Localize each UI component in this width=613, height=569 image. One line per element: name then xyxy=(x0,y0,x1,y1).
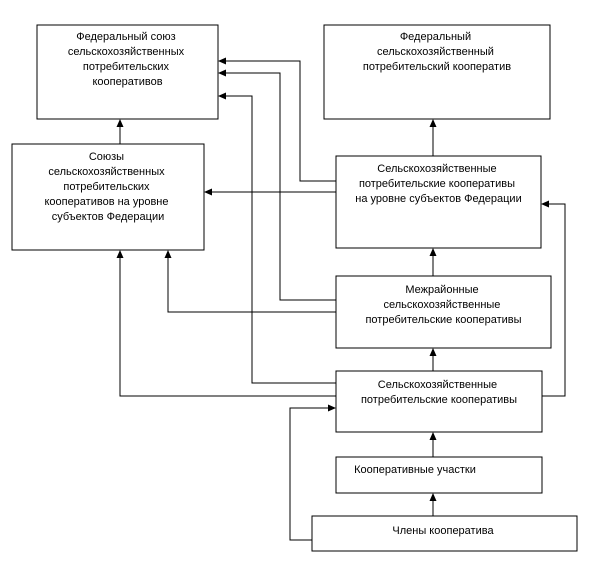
node-coop-members: Члены кооператива xyxy=(311,515,578,552)
svg-text:Федеральный союз сельско: Федеральный союз сельскохозяйственных по… xyxy=(68,31,187,88)
federal-coop-line-1: Федеральный xyxy=(400,31,471,43)
local-coops-line-1: Сельскохозяйственные xyxy=(378,379,497,391)
interdistrict-coops-line-2: сельскохозяйственные xyxy=(384,299,501,311)
svg-text:Сельскохозяйственные пот: Сельскохозяйственные потребительские коо… xyxy=(361,379,517,406)
svg-text:Федеральный сельскохозяй: Федеральный сельскохозяйственный потреби… xyxy=(363,31,511,73)
node-federal-coop: Федеральный сельскохозяйственный потреби… xyxy=(323,24,551,120)
federal-coop-line-3: потребительский кооператив xyxy=(363,61,511,73)
node-interdistrict-coops: Межрайонные сельскохозяйственные потреби… xyxy=(335,275,552,349)
node-federal-union: Федеральный союз сельскохозяйственных по… xyxy=(36,24,219,120)
regional-unions-line-5: субъектов Федерации xyxy=(52,211,165,223)
arrow-regional-coops-to-federal-union xyxy=(218,57,336,182)
regional-unions-line-2: сельскохозяйственных xyxy=(48,166,165,178)
arrow-local-coops-to-regional-unions xyxy=(116,250,336,397)
federal-union-line-1: Федеральный союз xyxy=(76,31,175,43)
arrow-interdistrict-coops-to-regional-unions xyxy=(164,250,336,313)
svg-text:Члены кооператива: Члены кооператива xyxy=(392,525,494,537)
coop-sections-line-1: Кооперативные участки xyxy=(354,464,476,476)
arrow-regional-unions-to-federal-union xyxy=(116,119,124,144)
regional-unions-line-3: потребительских xyxy=(63,181,150,193)
svg-text:Союзы сельскохозяйственн: Союзы сельскохозяйственных потребительск… xyxy=(44,151,171,223)
regional-coops-line-2: потребительские кооперативы xyxy=(359,178,515,190)
svg-text:Межрайонные сельскохозяй: Межрайонные сельскохозяйственные потреби… xyxy=(365,284,521,326)
arrow-local-to-interdistrict-coops xyxy=(429,348,437,371)
arrow-regional-coops-to-regional-unions xyxy=(204,188,336,196)
node-regional-unions: Союзы сельскохозяйственных потребительск… xyxy=(11,143,205,251)
arrow-regional-coops-to-federal-coop xyxy=(429,119,437,156)
arrow-members-to-local-coops xyxy=(289,404,336,541)
arrow-interdistrict-to-regional-coops xyxy=(429,248,437,276)
regional-unions-line-1: Союзы xyxy=(89,151,124,163)
svg-text:Кооперативные участки: Кооперативные участки xyxy=(354,464,476,476)
interdistrict-coops-line-3: потребительские кооперативы xyxy=(365,314,521,326)
federal-union-line-4: кооперативов xyxy=(92,76,162,88)
node-regional-coops: Сельскохозяйственные потребительские коо… xyxy=(335,155,542,249)
federal-coop-line-2: сельскохозяйственный xyxy=(377,46,494,58)
regional-coops-line-1: Сельскохозяйственные xyxy=(377,163,496,175)
arrow-local-coops-to-federal-union xyxy=(218,92,336,384)
local-coops-line-2: потребительские кооперативы xyxy=(361,394,517,406)
federal-union-line-3: потребительских xyxy=(83,61,170,73)
interdistrict-coops-line-1: Межрайонные xyxy=(405,284,478,296)
svg-text:Сельскохозяйственные пот: Сельскохозяйственные потребительские коо… xyxy=(355,163,521,205)
coop-members-line-1: Члены кооператива xyxy=(392,525,494,537)
regional-unions-line-4: кооперативов на уровне xyxy=(44,196,168,208)
regional-coops-line-3: на уровне субъектов Федерации xyxy=(355,193,521,205)
arrow-sections-to-local-coops xyxy=(429,432,437,457)
node-coop-sections: Кооперативные участки xyxy=(335,456,543,494)
federal-union-line-2: сельскохозяйственных xyxy=(68,46,185,58)
arrow-local-coops-to-regional-coops xyxy=(541,200,566,397)
node-local-coops: Сельскохозяйственные потребительские коо… xyxy=(335,370,543,433)
arrow-members-to-sections xyxy=(429,493,437,516)
arrow-interdistrict-coops-to-federal-union xyxy=(218,69,336,301)
